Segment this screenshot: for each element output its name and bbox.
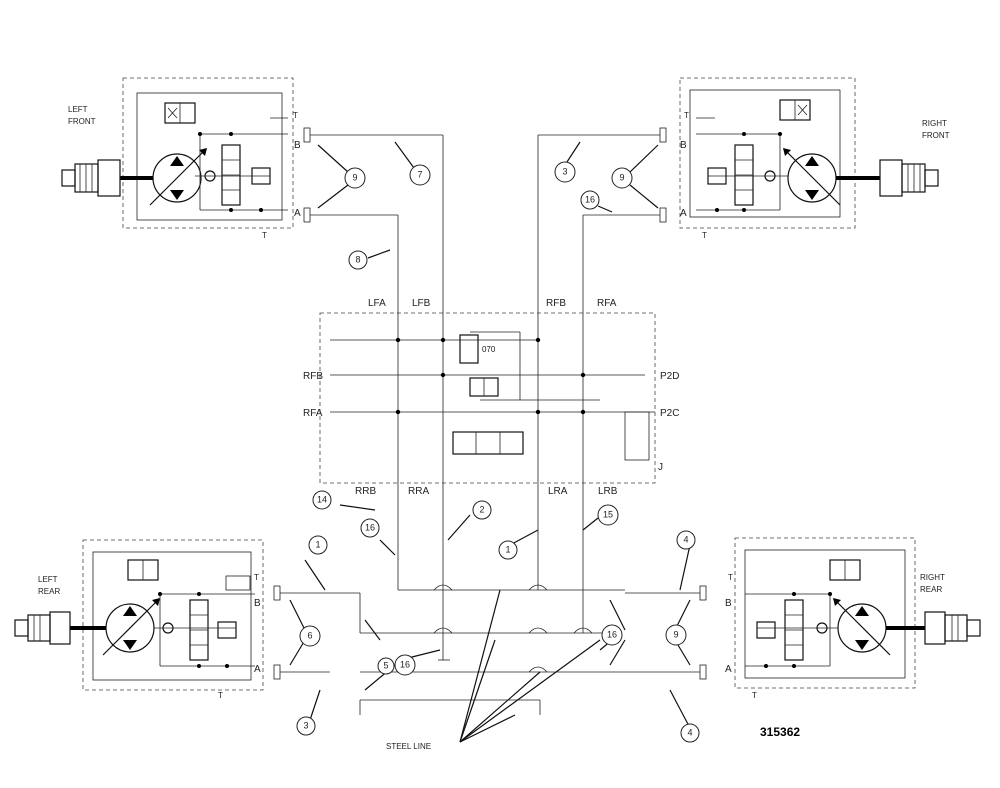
balloon-15: 15 [597, 504, 619, 526]
front-hose-routing [303, 127, 667, 259]
right-rear-label-2: REAR [920, 585, 942, 594]
svg-text:16: 16 [365, 522, 375, 532]
right-front-port-a: A [680, 208, 687, 219]
balloon-7: 7 [409, 164, 431, 186]
balloon-right-front-9: 9 [611, 167, 633, 189]
svg-text:3: 3 [562, 166, 567, 176]
svg-text:15: 15 [603, 509, 613, 519]
svg-text:T: T [254, 573, 259, 582]
balloon-4-top: 4 [676, 530, 696, 550]
right-front-port-b: B [680, 140, 687, 151]
svg-text:9: 9 [352, 172, 357, 182]
balloon-2: 2 [472, 500, 492, 520]
svg-text:6: 6 [307, 630, 312, 640]
balloon-16-rear-right: 16 [601, 624, 623, 646]
left-front-hub [97, 159, 121, 197]
left-rear-label-1: LEFT [38, 575, 58, 584]
balloon-8: 8 [348, 250, 368, 270]
manifold-port-lfa: LFA [368, 298, 386, 309]
right-front-label-1: RIGHT [922, 119, 947, 128]
right-front-label-2: FRONT [922, 131, 950, 140]
left-rear-motor-group: B A T T LEFT REAR [14, 539, 264, 700]
right-rear-label-1: RIGHT [920, 573, 945, 582]
svg-text:T: T [262, 231, 267, 240]
svg-text:4: 4 [683, 534, 688, 544]
manifold-port-lra: LRA [548, 486, 568, 497]
manifold-port-rra: RRA [408, 486, 429, 497]
svg-text:16: 16 [400, 659, 410, 669]
part-number: 315362 [760, 725, 800, 739]
central-manifold: LFA LFB RFB RFA RFB RFA P2D P2C RRB RRA … [303, 135, 679, 590]
manifold-valve-upper [459, 334, 479, 364]
right-rear-motor-group: B A T T RIGHT REAR [725, 537, 981, 700]
balloon-3: 3 [554, 161, 576, 183]
svg-text:2: 2 [479, 504, 484, 514]
svg-text:1: 1 [505, 544, 510, 554]
balloon-16-rear-left: 16 [394, 654, 416, 676]
manifold-valve-note: 070 [482, 345, 496, 354]
manifold-port-lfb: LFB [412, 298, 431, 309]
left-front-port-b: B [294, 140, 301, 151]
svg-text:7: 7 [417, 169, 422, 179]
right-rear-hub [924, 611, 946, 645]
manifold-port-left-1: RFB [303, 371, 323, 382]
rear-hose-routing [273, 504, 707, 743]
manifold-port-rfb: RFB [546, 298, 566, 309]
left-front-label-1: LEFT [68, 105, 88, 114]
manifold-port-left-2: RFA [303, 408, 323, 419]
left-rear-hub [49, 611, 71, 645]
svg-text:1: 1 [315, 539, 320, 549]
left-rear-port-a: A [254, 664, 261, 675]
item-balloons: 9 7 3 9 16 8 14 16 [296, 161, 700, 743]
left-rear-label-2: REAR [38, 587, 60, 596]
manifold-port-lrb: LRB [598, 486, 618, 497]
svg-text:T: T [293, 111, 298, 120]
left-front-port-a: A [294, 208, 301, 219]
svg-text:4: 4 [687, 727, 692, 737]
manifold-port-p2d: P2D [660, 371, 679, 382]
manifold-valve-lower [452, 431, 524, 455]
svg-text:T: T [684, 111, 689, 120]
balloon-16-top: 16 [580, 190, 600, 210]
left-front-motor-group: B A T T LEFT FRONT [61, 77, 301, 240]
right-front-motor-group: B A T T RIGHT FRONT [679, 77, 950, 240]
svg-text:T: T [752, 691, 757, 700]
balloon-1-left: 1 [308, 535, 328, 555]
balloon-9-rear: 9 [665, 624, 687, 646]
svg-text:3: 3 [303, 720, 308, 730]
svg-text:5: 5 [383, 660, 388, 670]
balloon-16-mid: 16 [360, 518, 380, 538]
balloon-6: 6 [299, 625, 321, 647]
right-rear-port-b: B [725, 598, 732, 609]
svg-text:T: T [728, 573, 733, 582]
svg-text:8: 8 [355, 254, 360, 264]
manifold-port-rfa: RFA [597, 298, 617, 309]
svg-text:9: 9 [673, 629, 678, 639]
balloon-14: 14 [312, 490, 332, 510]
svg-text:16: 16 [585, 194, 595, 204]
balloon-3-bottom: 3 [296, 716, 316, 736]
steel-line-label: STEEL LINE [386, 742, 431, 751]
right-rear-port-a: A [725, 664, 732, 675]
svg-text:9: 9 [619, 172, 624, 182]
svg-text:16: 16 [607, 629, 617, 639]
right-front-hub [879, 159, 903, 197]
balloon-5: 5 [377, 657, 395, 675]
svg-text:T: T [702, 231, 707, 240]
manifold-port-p2c: P2C [660, 408, 679, 419]
svg-text:14: 14 [317, 494, 327, 504]
balloon-4-bottom: 4 [680, 723, 700, 743]
manifold-corner-label: J [658, 462, 663, 473]
balloon-1-mid: 1 [498, 540, 518, 560]
svg-text:T: T [218, 691, 223, 700]
balloon-left-front-9: 9 [344, 167, 366, 189]
manifold-port-rrb: RRB [355, 486, 376, 497]
left-rear-port-b: B [254, 598, 261, 609]
left-front-label-2: FRONT [68, 117, 96, 126]
